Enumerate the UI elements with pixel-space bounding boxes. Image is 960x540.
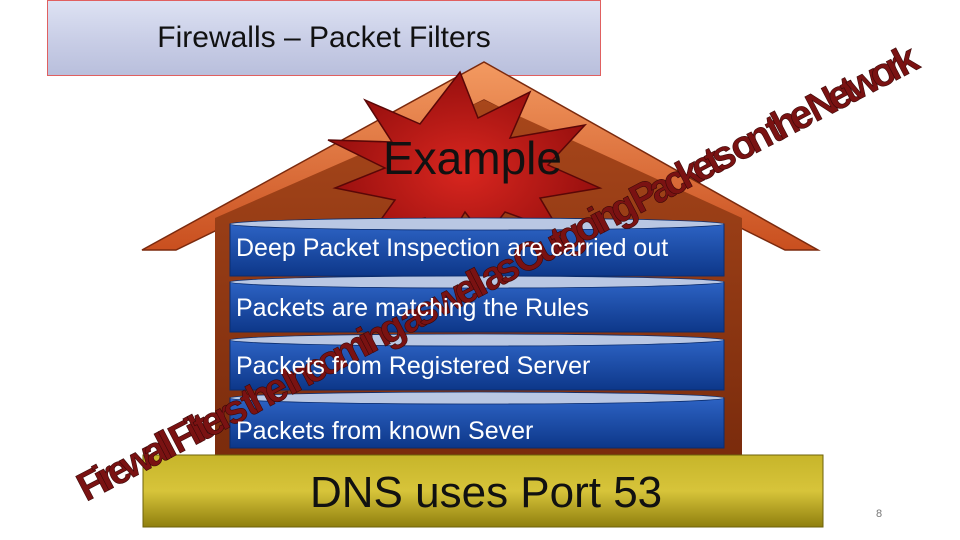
bar-3 — [229, 333, 725, 391]
bar-label-4: Packets from known Sever — [236, 417, 534, 445]
bar-4 — [229, 391, 725, 449]
house-roof — [141, 61, 821, 251]
bar-label-2: Packets are matching the Rules — [236, 294, 589, 322]
example-label: Example — [383, 132, 562, 184]
dns-port-label: DNS uses Port 53 — [310, 468, 663, 517]
bar-2 — [229, 275, 725, 333]
title-box: Firewalls – Packet Filters — [47, 0, 601, 76]
page-number: 8 — [876, 508, 883, 520]
slide-title: Firewalls – Packet Filters — [157, 21, 491, 54]
house-base — [142, 454, 824, 528]
bar-label-3: Packets from Registered Server — [236, 352, 591, 380]
bar-label-1: Deep Packet Inspection are carried out — [236, 234, 669, 262]
